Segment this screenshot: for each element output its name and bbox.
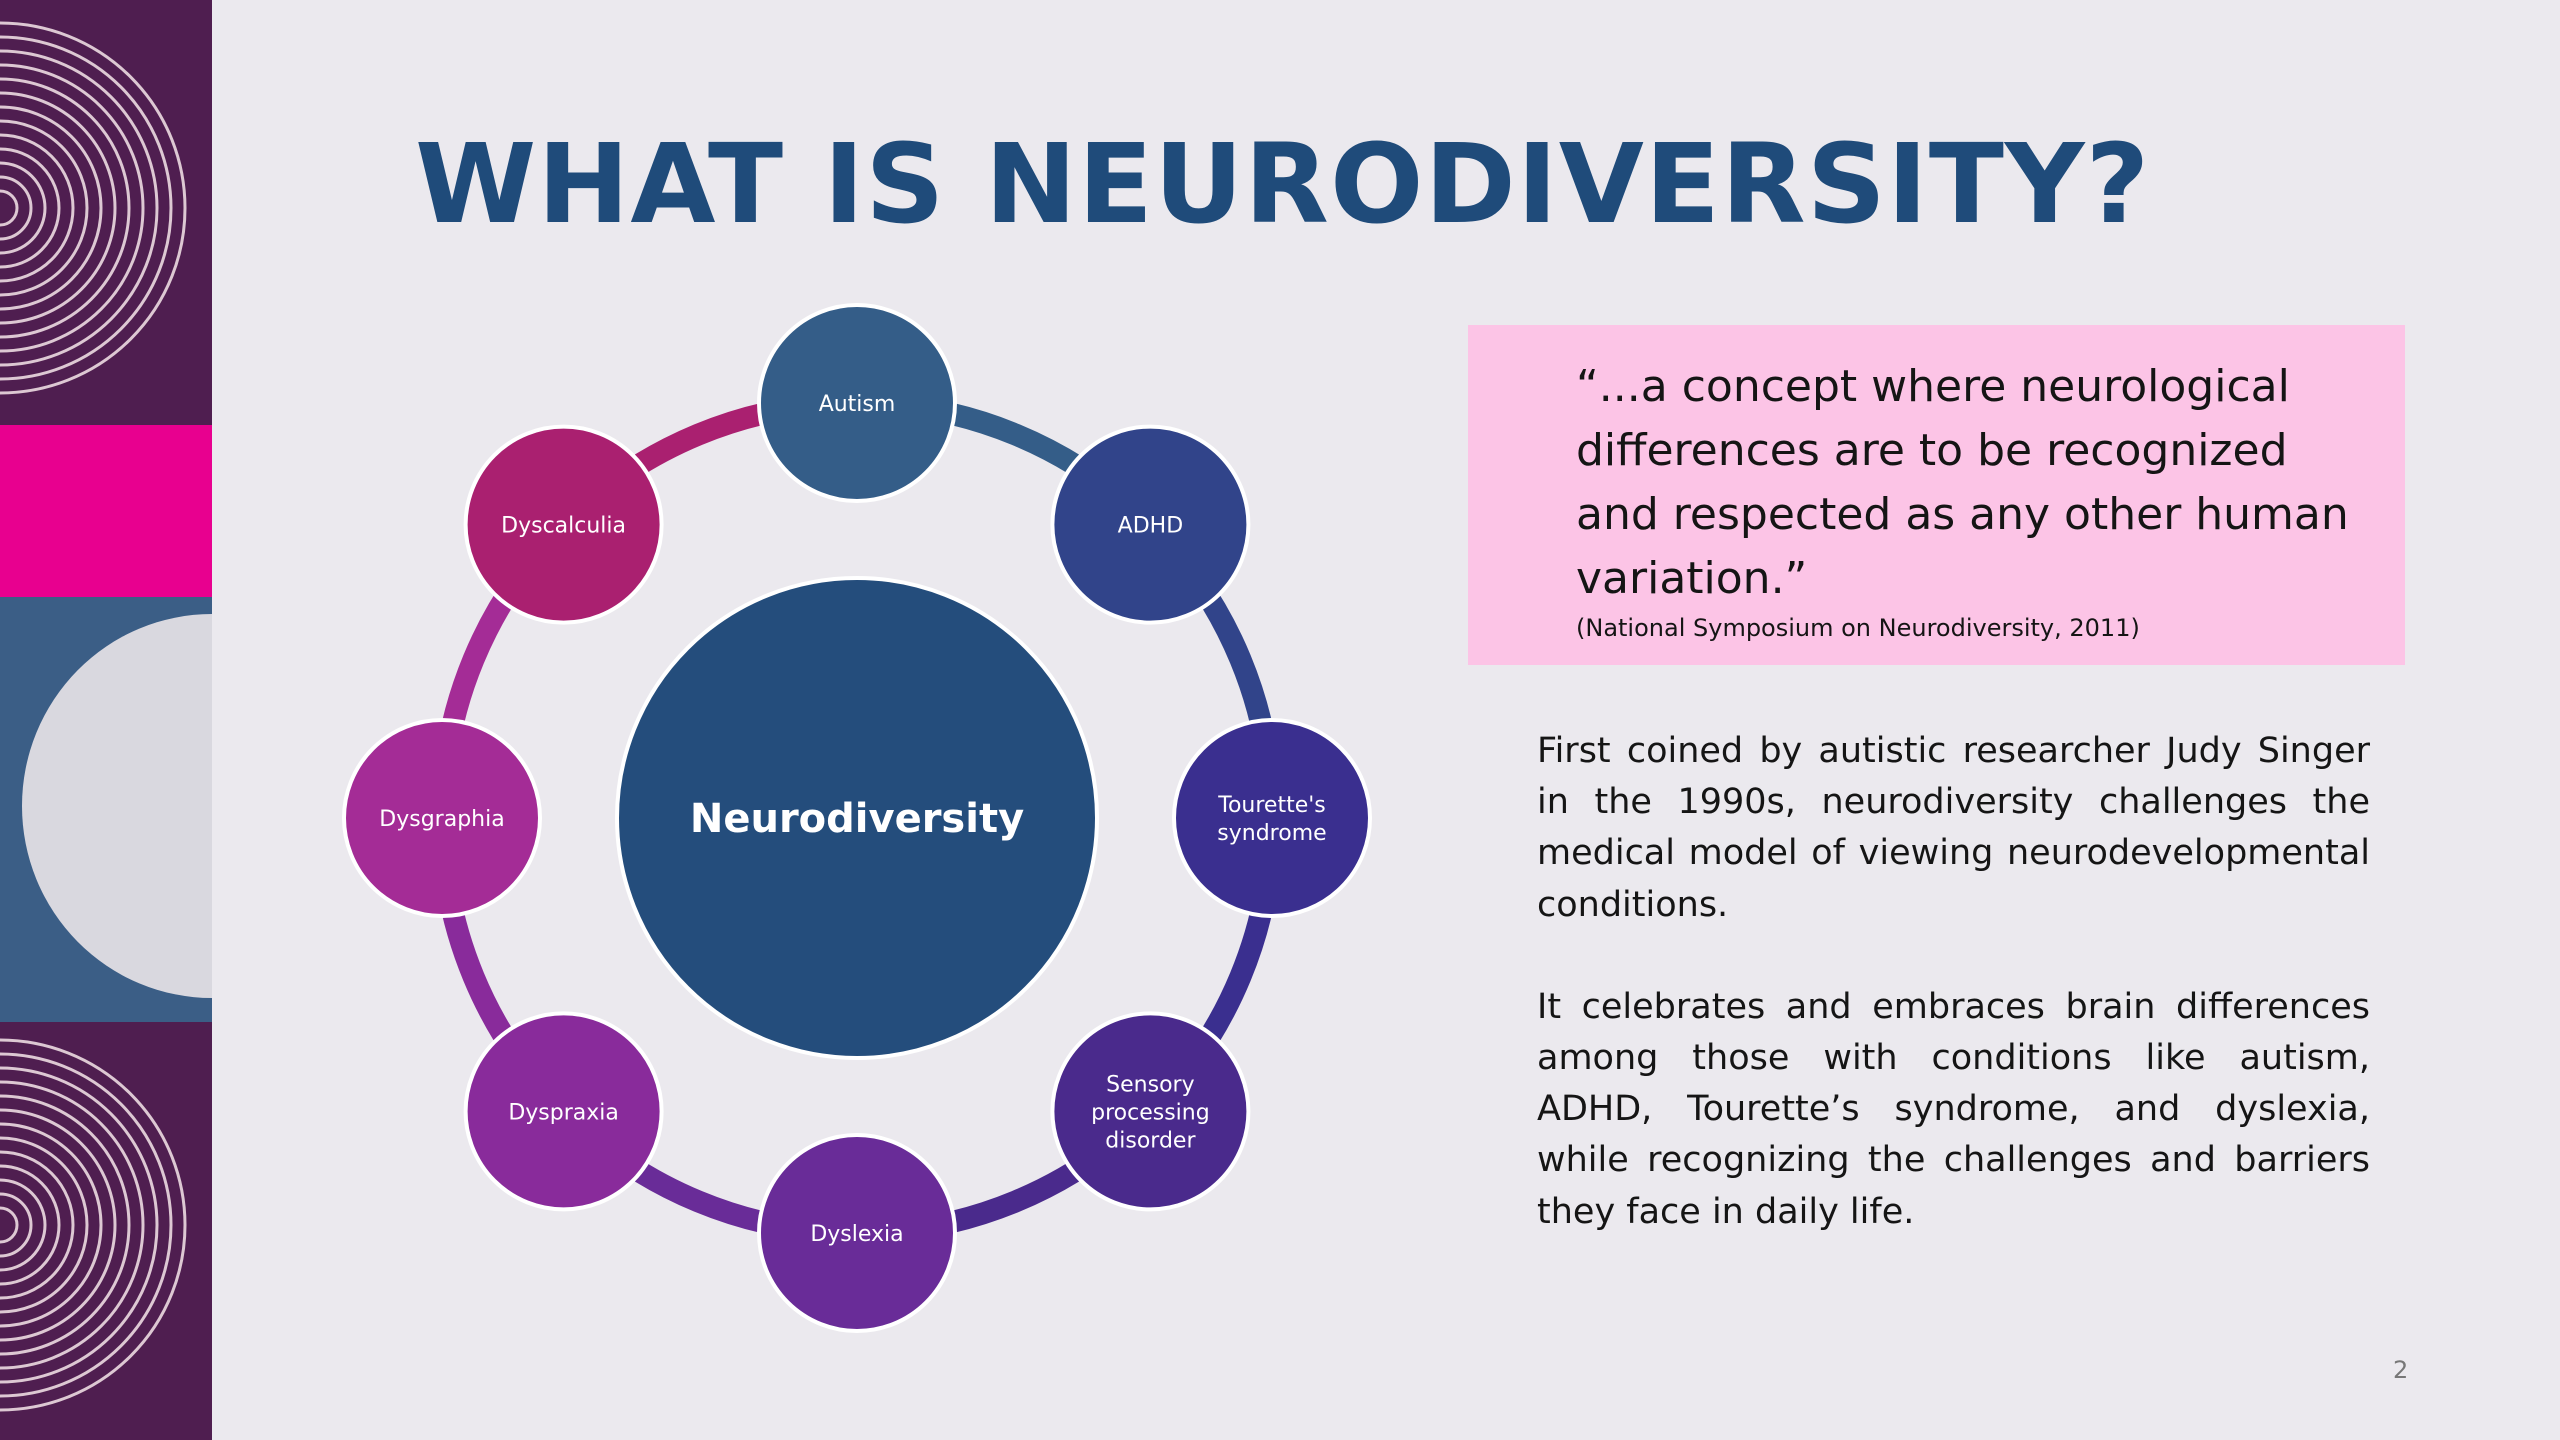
body-paragraph-1: First coined by autistic researcher Judy…	[1537, 726, 2370, 931]
cycle-node: Dyscalculia	[466, 427, 662, 623]
cycle-node-label: Autism	[819, 392, 896, 417]
cycle-node-label: Dysgraphia	[379, 807, 504, 832]
cycle-node: Dyslexia	[759, 1135, 955, 1331]
cycle-node-label: processing	[1091, 1100, 1210, 1125]
cycle-node-label: disorder	[1105, 1128, 1196, 1153]
quote-box: “...a concept where neurological differe…	[1468, 325, 2405, 665]
center-label: Neurodiversity	[690, 796, 1024, 842]
cycle-node-label: Dyspraxia	[508, 1100, 619, 1125]
quote-citation: (National Symposium on Neurodiversity, 2…	[1576, 613, 2355, 643]
body-paragraph-2: It celebrates and embraces brain differe…	[1537, 982, 2370, 1238]
body-text: First coined by autistic researcher Judy…	[1537, 726, 2370, 1238]
cycle-node-label: Tourette's	[1217, 793, 1326, 818]
cycle-node-circle	[1174, 720, 1370, 916]
cycle-node-label: syndrome	[1217, 821, 1326, 846]
quote-text: “...a concept where neurological differe…	[1576, 355, 2355, 611]
cycle-node-label: Dyslexia	[810, 1222, 903, 1247]
cycle-node-label: ADHD	[1118, 514, 1183, 539]
cycle-node-label: Sensory	[1106, 1072, 1194, 1097]
cycle-node: Tourette's syndrome	[1174, 720, 1370, 916]
page-number: 2	[2393, 1356, 2408, 1384]
cycle-node: Sensory processing disorder	[1052, 1013, 1248, 1209]
cycle-node: Dysgraphia	[344, 720, 540, 916]
cycle-node-label: Dyscalculia	[501, 514, 626, 539]
cycle-node: Autism	[759, 305, 955, 501]
cycle-node: ADHD	[1052, 427, 1248, 623]
cycle-node: Dyspraxia	[466, 1013, 662, 1209]
